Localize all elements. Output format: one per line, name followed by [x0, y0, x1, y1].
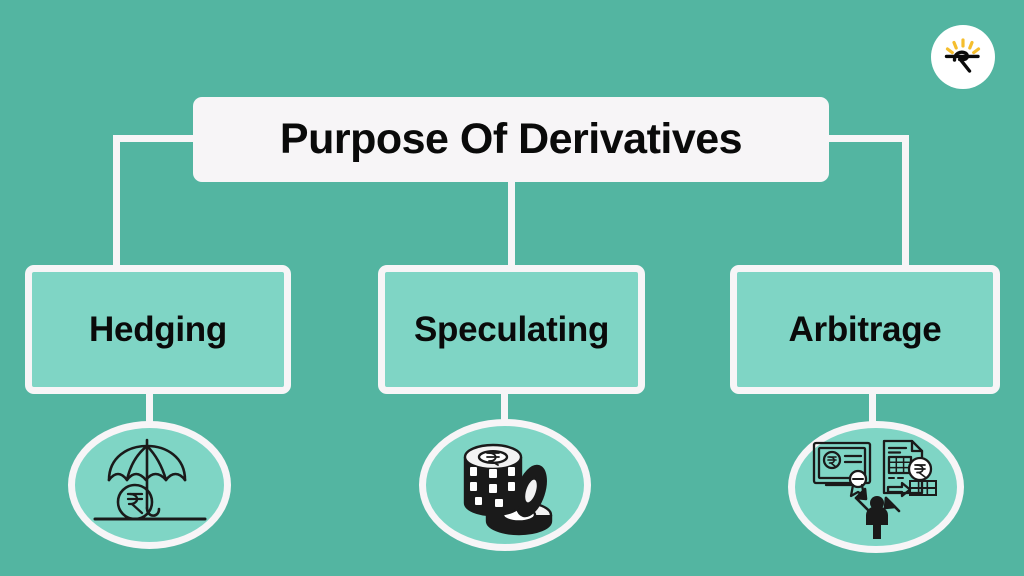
- category-label-speculating: Speculating: [413, 309, 610, 349]
- category-box-speculating[interactable]: Speculating: [378, 265, 645, 394]
- category-label-arbitrage: Arbitrage: [788, 309, 942, 349]
- connector-title-to-hedging-vertical: [113, 135, 120, 268]
- certificate-invoice-person-arrows-icon: [812, 439, 937, 539]
- connector-title-to-speculating-vertical: [508, 180, 515, 268]
- category-label-hedging: Hedging: [89, 309, 227, 349]
- rupee-sunrise-logo: [931, 25, 995, 89]
- connector-title-to-arbitrage-vertical: [902, 135, 909, 268]
- connector-hedging-to-icon: [146, 390, 153, 432]
- connector-title-to-arbitrage-horizontal: [823, 135, 909, 142]
- stacked-coins-icon: [463, 443, 553, 536]
- page-title-card: Purpose Of Derivatives: [193, 97, 829, 182]
- connector-speculating-to-icon: [501, 390, 508, 432]
- logo-glyph: [944, 38, 981, 73]
- icon-circle-hedging: [68, 421, 231, 549]
- connector-arbitrage-to-icon: [869, 390, 876, 432]
- category-box-hedging[interactable]: Hedging: [25, 265, 291, 394]
- umbrella-rupee-coin-icon: [93, 438, 206, 521]
- connector-title-to-hedging-horizontal: [113, 135, 199, 142]
- icon-circle-arbitrage: [788, 421, 964, 553]
- icon-circle-speculating: [419, 419, 591, 551]
- category-box-arbitrage[interactable]: Arbitrage: [730, 265, 1000, 394]
- page-title: Purpose Of Derivatives: [279, 115, 743, 163]
